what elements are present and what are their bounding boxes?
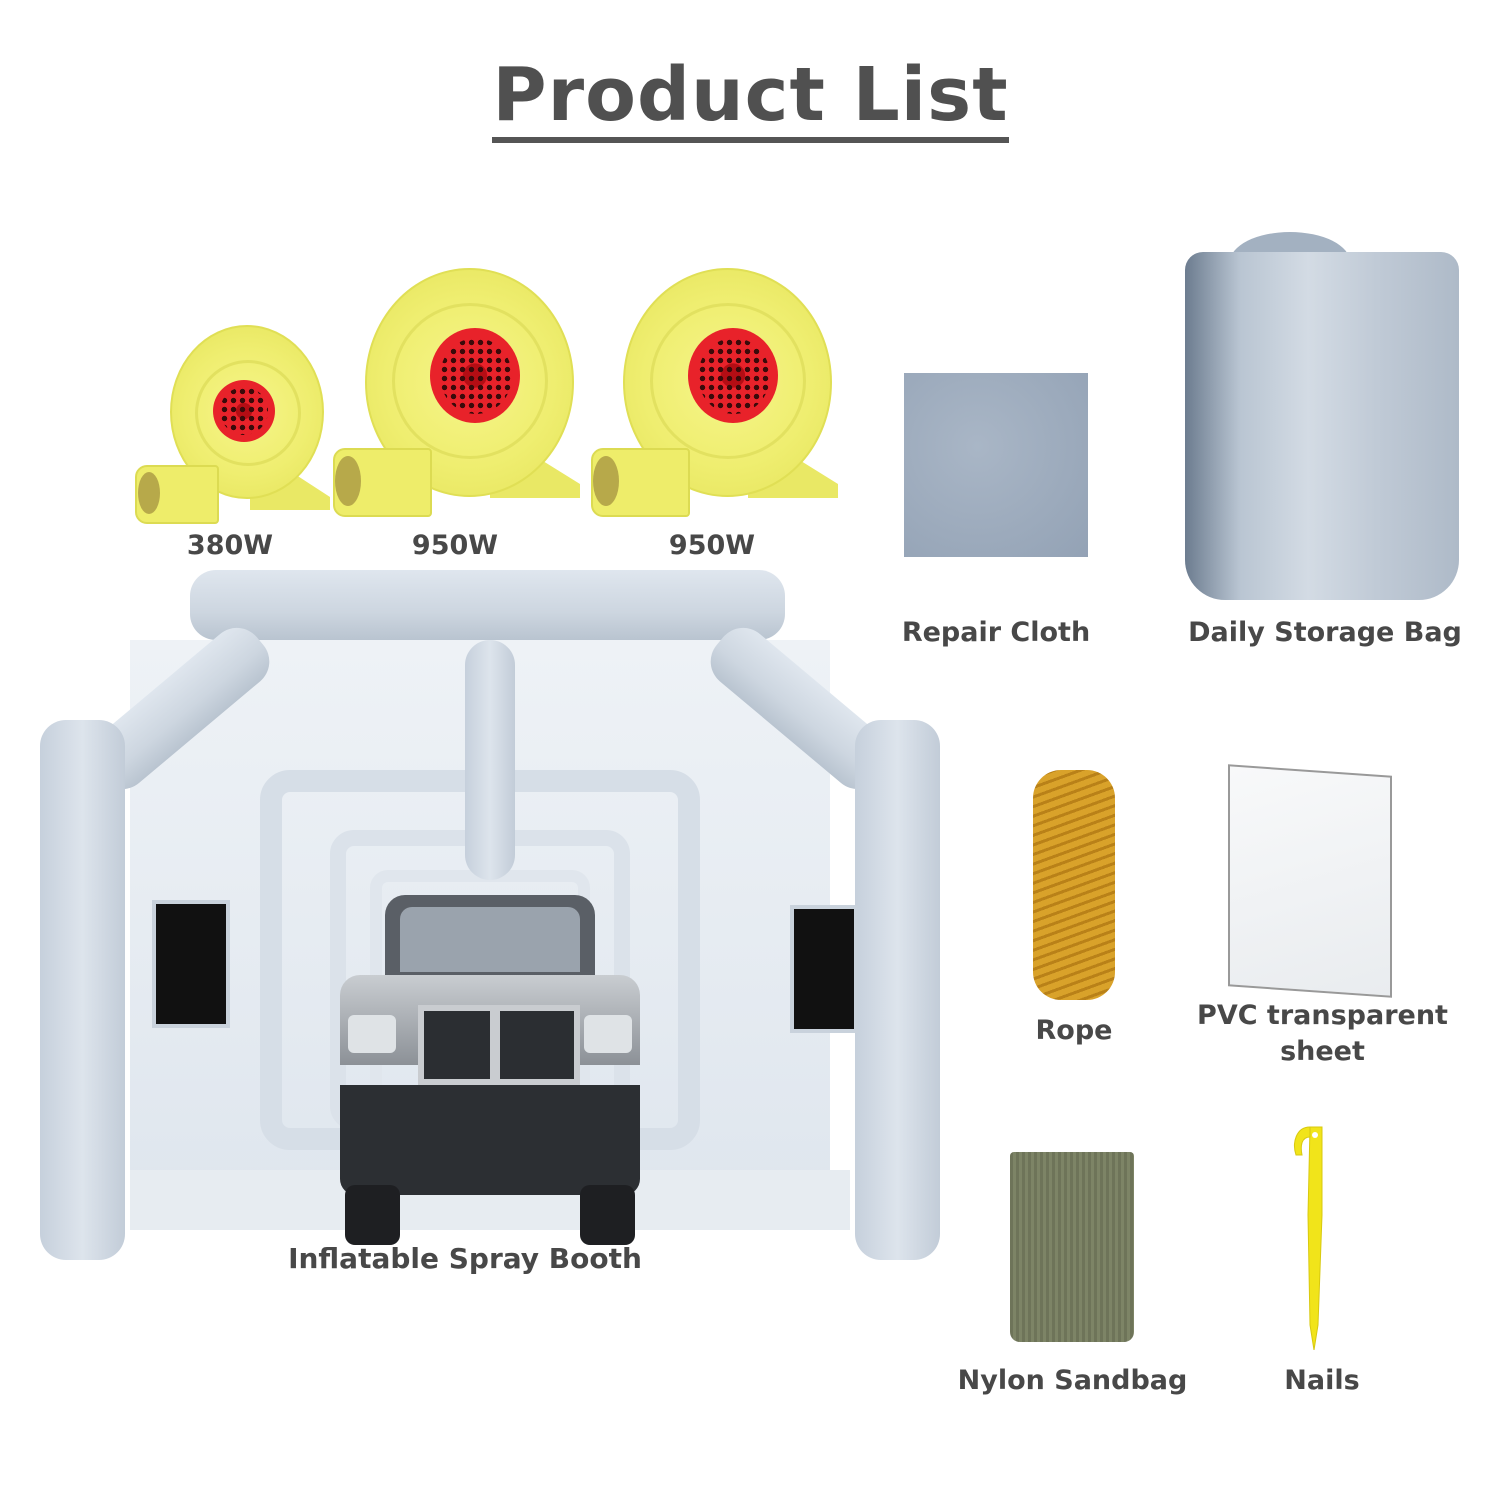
pvc-sheet-label: PVC transparent sheet: [1180, 998, 1465, 1070]
blower-950w-2: [588, 268, 838, 528]
booth-label: Inflatable Spray Booth: [288, 1242, 642, 1275]
pvc-sheet-image: [1228, 764, 1392, 998]
booth-window: [790, 905, 858, 1033]
truck-image: [340, 895, 640, 1245]
blower-380w: [130, 325, 330, 525]
blower-950w-1: [330, 268, 580, 528]
pvc-sheet-label-line2: sheet: [1280, 1036, 1365, 1067]
repair-cloth-label: Repair Cloth: [901, 617, 1091, 648]
rope-image: [1033, 770, 1115, 1000]
repair-cloth-image: [904, 373, 1088, 557]
blower-label: 950W: [411, 530, 499, 561]
page-title-text: Product List: [492, 55, 1009, 143]
inflatable-spray-booth-image: [30, 570, 945, 1270]
storage-bag-image: [1185, 252, 1459, 600]
pvc-sheet-label-line1: PVC transparent: [1197, 1000, 1448, 1031]
sandbag-label: Nylon Sandbag: [957, 1365, 1188, 1396]
nylon-sandbag-image: [1010, 1152, 1134, 1342]
booth-window: [152, 900, 230, 1028]
page-title: Product List: [0, 52, 1501, 143]
storage-bag-label: Daily Storage Bag: [1188, 617, 1462, 648]
blower-label: 380W: [186, 530, 274, 561]
nail-icon: [1294, 1126, 1323, 1350]
rope-label: Rope: [1035, 1015, 1113, 1046]
nails-label: Nails: [1284, 1365, 1360, 1396]
blower-label: 950W: [668, 530, 756, 561]
